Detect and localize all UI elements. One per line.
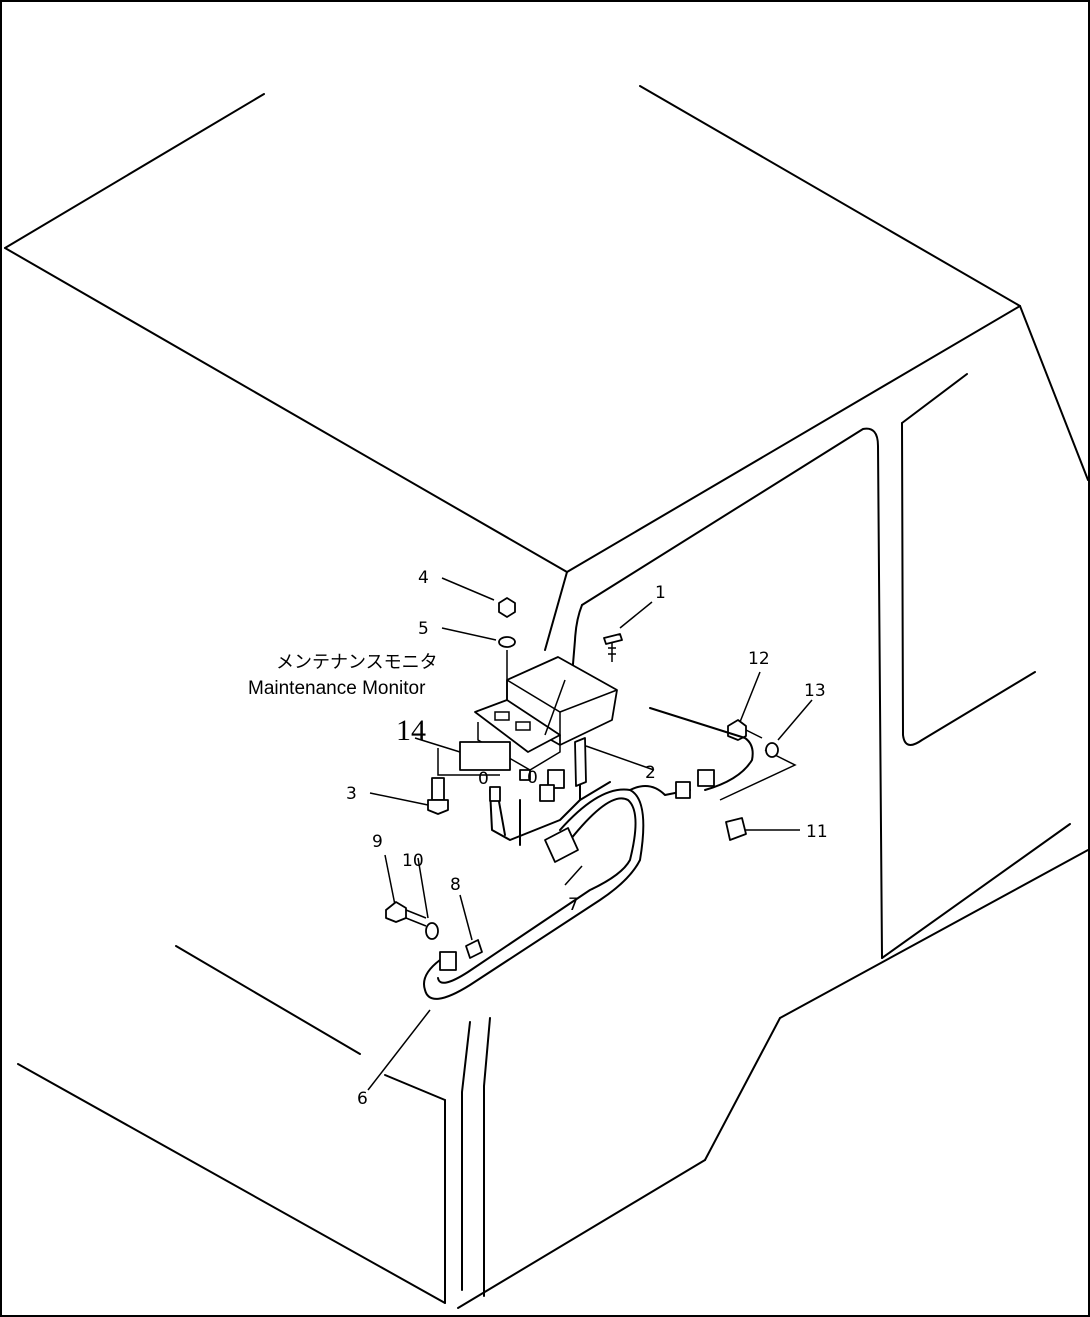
- callout-3: 3: [346, 784, 357, 804]
- callout-14: 14: [396, 714, 426, 747]
- callout-0-left: 0: [478, 769, 489, 789]
- wiring-harness: [423, 707, 754, 1000]
- monitor-label-jp: メンテナンスモニタ: [276, 652, 438, 673]
- callout-1: 1: [655, 583, 666, 603]
- callout-4: 4: [418, 568, 429, 588]
- washer-icon: [498, 636, 516, 648]
- label-14-plate: [459, 741, 511, 771]
- clip-icon: [465, 939, 483, 959]
- callout-5: 5: [418, 619, 429, 639]
- callout-11: 11: [806, 822, 828, 842]
- screw-icon: [603, 633, 623, 645]
- monitor-label-en: Maintenance Monitor: [248, 678, 426, 699]
- callout-6: 6: [357, 1089, 368, 1109]
- clamp-icon: [725, 817, 747, 841]
- maintenance-monitor-box: [474, 656, 618, 771]
- bolt-9-icon: [385, 901, 407, 923]
- callout-13: 13: [804, 681, 826, 701]
- cab-outline: [4, 85, 1089, 1309]
- nut-icon: [498, 597, 516, 618]
- callout-12: 12: [748, 649, 770, 669]
- callout-0-right: 0: [527, 768, 538, 788]
- washer-10-icon: [425, 922, 439, 940]
- callout-2: 2: [645, 763, 656, 783]
- callout-7: 7: [568, 895, 579, 915]
- callout-10: 10: [402, 851, 424, 871]
- bolt-icon: [431, 777, 445, 801]
- callout-9: 9: [372, 832, 383, 852]
- callout-8: 8: [450, 875, 461, 895]
- fastener-parts: [385, 597, 779, 959]
- washer-13-icon: [765, 742, 779, 758]
